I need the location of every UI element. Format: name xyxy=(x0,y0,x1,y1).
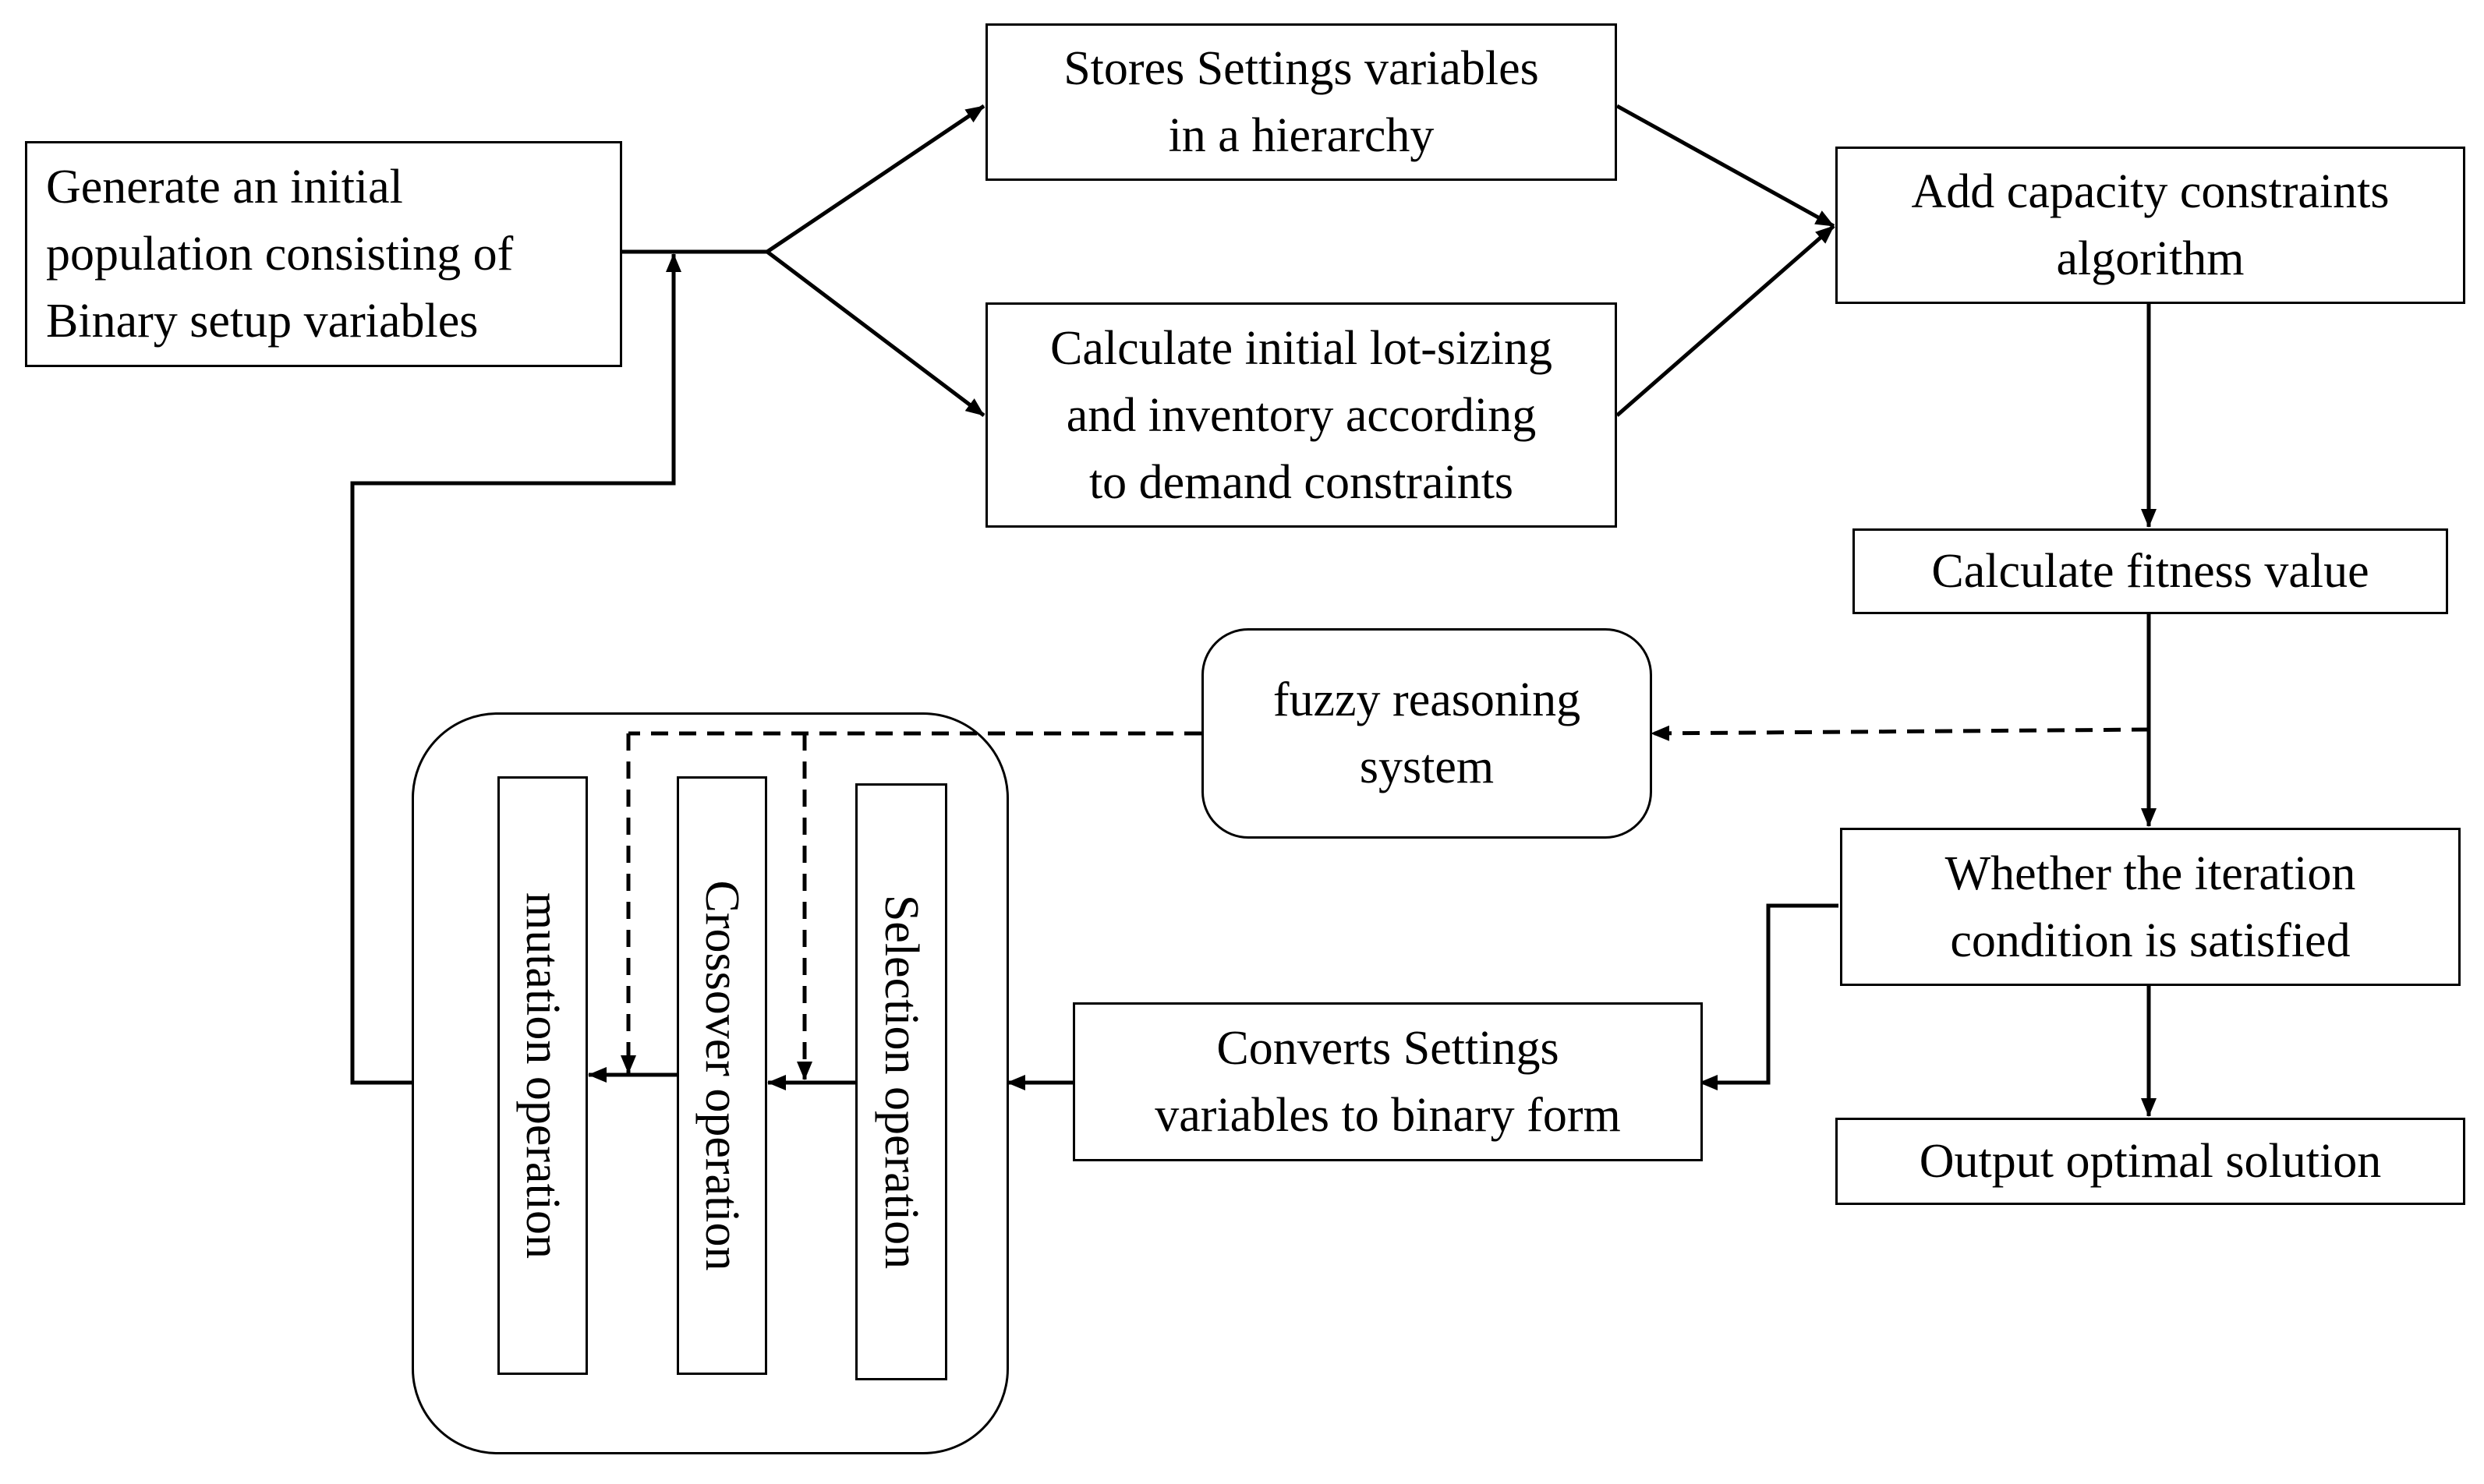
edge-split-to-stores xyxy=(766,104,985,254)
node-fitness: Calculate fitness value xyxy=(1852,528,2448,614)
node-stores-line: Stores Settings variables xyxy=(1063,42,1539,95)
node-crossover-label: Crossover operation xyxy=(695,880,748,1271)
node-output-line: Output optimal solution xyxy=(1919,1135,2382,1188)
node-generate-line: population consisting of xyxy=(46,228,514,281)
node-iteration-line: condition is satisfied xyxy=(1950,913,2351,967)
edge-split-to-calculate xyxy=(766,250,985,417)
edge-fitness-to-fuzzy xyxy=(1651,725,2150,741)
node-selection: Selection operation xyxy=(855,783,947,1380)
node-calculate-initial-line: Calculate initial lot-sizing xyxy=(1050,321,1552,375)
node-fitness-line: Calculate fitness value xyxy=(1931,545,2369,598)
node-fuzzy-line: system xyxy=(1359,740,1495,793)
node-converts-line: Converts Settings xyxy=(1216,1022,1559,1075)
node-add-capacity-line: algorithm xyxy=(2056,232,2245,285)
node-add-capacity-line: Add capacity constraints xyxy=(1911,165,2390,218)
node-output: Output optimal solution xyxy=(1835,1118,2465,1205)
node-calculate-initial-line: to demand constraints xyxy=(1088,455,1514,509)
node-crossover: Crossover operation xyxy=(677,776,767,1375)
node-converts-line: variables to binary form xyxy=(1155,1089,1621,1142)
node-generate-line: Generate an initial xyxy=(46,161,403,214)
node-stores: Stores Settings variables in a hierarchy xyxy=(985,23,1617,181)
edge-stores-to-add xyxy=(1615,104,1835,228)
node-fuzzy-line: fuzzy reasoning xyxy=(1272,673,1581,726)
edge-iteration-to-converts xyxy=(1699,903,1838,1090)
edge-loop-to-generate xyxy=(350,253,681,1085)
node-add-capacity: Add capacity constraints algorithm xyxy=(1835,147,2465,304)
node-stores-line: in a hierarchy xyxy=(1168,109,1435,162)
node-mutation: mutation operation xyxy=(497,776,588,1375)
edge-calculate-to-add xyxy=(1615,224,1835,417)
node-calculate-initial: Calculate initial lot-sizing and invento… xyxy=(985,302,1617,528)
node-mutation-label: mutation operation xyxy=(516,892,569,1260)
node-fuzzy: fuzzy reasoning system xyxy=(1201,628,1652,839)
node-calculate-initial-line: and inventory according xyxy=(1066,388,1537,442)
genetic-operations-group xyxy=(412,712,1009,1454)
node-iteration: Whether the iteration condition is satis… xyxy=(1840,828,2461,986)
node-iteration-line: Whether the iteration xyxy=(1944,846,2356,900)
node-converts: Converts Settings variables to binary fo… xyxy=(1073,1002,1703,1161)
node-selection-label: Selection operation xyxy=(875,894,928,1270)
node-generate: Generate an initial population consistin… xyxy=(25,141,622,367)
node-generate-line: Binary setup variables xyxy=(46,295,479,348)
